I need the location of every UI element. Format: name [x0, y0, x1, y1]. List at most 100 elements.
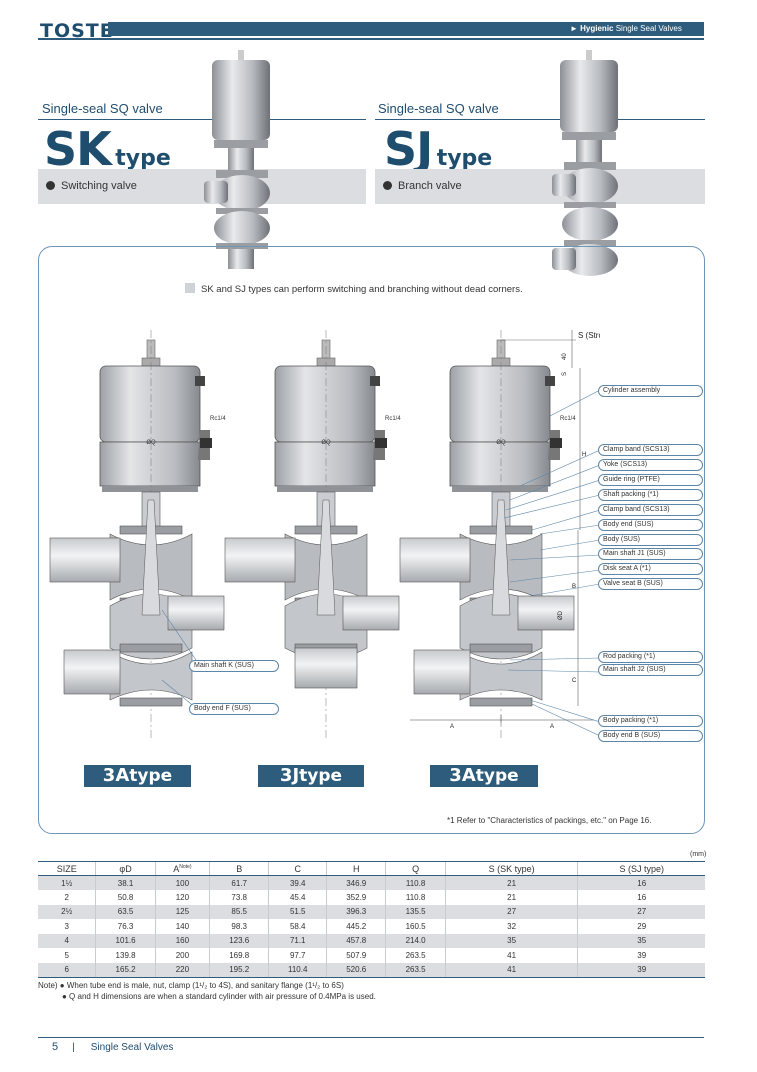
- badge-word: type: [299, 766, 343, 786]
- port-label: Rc1/4: [560, 416, 576, 422]
- table-cell: 2½: [38, 904, 96, 919]
- table-cell: 120: [154, 890, 210, 905]
- col-a: ANote): [154, 861, 210, 876]
- sk-desc: Switching valve: [61, 180, 137, 192]
- callout-body-end-f: Body end F (SUS): [189, 703, 279, 715]
- table-cell: 220: [154, 962, 210, 978]
- drawings-frame: [38, 246, 705, 834]
- col-h: H: [326, 861, 386, 876]
- sk-code: SK: [44, 122, 112, 176]
- section-title-bold: Hygienic: [580, 24, 614, 33]
- table-cell: 63.5: [95, 904, 156, 919]
- callout-shaft-packing: Shaft packing (*1): [598, 489, 703, 501]
- table-cell: 5: [64, 950, 69, 960]
- page-number: 5: [52, 1041, 59, 1053]
- callout-body-end-b: Body end B (SUS): [598, 730, 703, 742]
- col-b: B: [209, 861, 269, 876]
- callout-yoke: Yoke (SCS13): [598, 459, 703, 471]
- col-d: φD: [95, 861, 156, 876]
- table-cell: 35: [577, 933, 705, 948]
- table-cell: 27: [577, 904, 705, 919]
- packing-footnote: *1 Refer to "Characteristics of packings…: [447, 816, 652, 825]
- callout-rod-packing: Rod packing (*1): [598, 651, 703, 663]
- dim-s: S: [562, 372, 568, 376]
- table-cell: 41: [444, 948, 578, 963]
- table-cell: 3: [64, 921, 69, 931]
- col-a-note: Note): [179, 863, 192, 870]
- intro-sentence: SK and SJ types can perform switching an…: [201, 284, 523, 295]
- col-a-label: A: [173, 863, 180, 874]
- badge-3a-right: 3Atype: [430, 765, 538, 787]
- table-cell: 263.5: [385, 948, 446, 963]
- table-cell: 2: [64, 892, 69, 902]
- dim-b: B: [572, 584, 576, 590]
- callout-main-shaft-j2: Main shaft J2 (SUS): [598, 664, 703, 676]
- table-cell: 110.8: [385, 890, 446, 905]
- table-cell: 396.3: [326, 904, 386, 919]
- sj-heading: SJ type: [384, 122, 492, 176]
- table-cell: 200: [154, 948, 210, 963]
- badge-word: type: [129, 766, 173, 786]
- table-cell: 21: [444, 875, 578, 890]
- col-q: Q: [385, 861, 446, 876]
- dim-a-right: A: [550, 724, 554, 730]
- table-cell: 76.3: [95, 919, 156, 934]
- table-cell: 4: [38, 933, 96, 948]
- table-cell: 50.8: [95, 890, 156, 905]
- table-cell: 21: [444, 890, 578, 905]
- table-cell: 140: [154, 919, 210, 934]
- table-cell: 100: [154, 875, 210, 890]
- table-cell: 214.0: [385, 933, 446, 948]
- callout-clamp-band-2: Clamp band (SCS13): [598, 504, 703, 516]
- callout-body: Body (SUS): [598, 534, 703, 546]
- table-cell: 97.7: [268, 948, 327, 963]
- table-cell: 39: [577, 962, 705, 978]
- callout-cylinder-assembly: Cylinder assembly: [598, 385, 703, 397]
- table-cell: 27: [444, 904, 578, 919]
- sj-desc-band: Branch valve: [375, 169, 705, 204]
- sk-valve-photo: [204, 50, 270, 269]
- sj-valve-photo: [552, 50, 618, 276]
- footer: 5|Single Seal Valves: [52, 1041, 173, 1053]
- table-cell: 58.4: [268, 919, 327, 934]
- callout-clamp-band-1: Clamp band (SCS13): [598, 444, 703, 456]
- table-cell: 352.9: [326, 890, 386, 905]
- dim-cylinder-diameter: ØQ: [496, 440, 506, 446]
- sk-rule: [38, 119, 366, 120]
- table-cell: 520.6: [326, 962, 386, 978]
- badge-code: 3A: [449, 765, 476, 786]
- port-label: Rc1/4: [385, 416, 401, 422]
- table-cell: 29: [577, 919, 705, 934]
- bullet-icon: [46, 181, 55, 190]
- table-cell: 101.6: [95, 933, 156, 948]
- note-line-1: Note) ● When tube end is male, nut, clam…: [38, 981, 344, 990]
- table-cell: 32: [444, 919, 578, 934]
- dim-c: C: [572, 678, 577, 684]
- table-cell: 45.4: [268, 890, 327, 905]
- table-cell: 195.2: [209, 962, 269, 978]
- table-notes: Note) ● When tube end is male, nut, clam…: [38, 980, 376, 1002]
- callout-body-packing: Body packing (*1): [598, 715, 703, 727]
- dim-cylinder-diameter: ØQ: [146, 440, 156, 446]
- table-cell: 125: [154, 904, 210, 919]
- note-line-2: ● Q and H dimensions are when a standard…: [62, 992, 376, 1001]
- badge-3a-left: 3Atype: [84, 765, 191, 787]
- sk-label: Single-seal SQ valve: [42, 101, 163, 116]
- dim-40: 40: [562, 353, 568, 360]
- sj-type-word: type: [436, 146, 493, 171]
- table-cell: 457.8: [326, 933, 386, 948]
- square-bullet-icon: [185, 283, 195, 293]
- callout-disk-seat-a: Disk seat A (*1): [598, 563, 703, 575]
- table-cell: 39: [577, 948, 705, 963]
- dim-d: ØD: [558, 610, 564, 620]
- table-header-row: SIZE φD ANote) B C H Q S (SK type) S (SJ…: [38, 861, 705, 876]
- footer-rule: [38, 1037, 704, 1038]
- callout-guide-ring: Guide ring (PTFE): [598, 474, 703, 486]
- table-cell: 16: [577, 890, 705, 905]
